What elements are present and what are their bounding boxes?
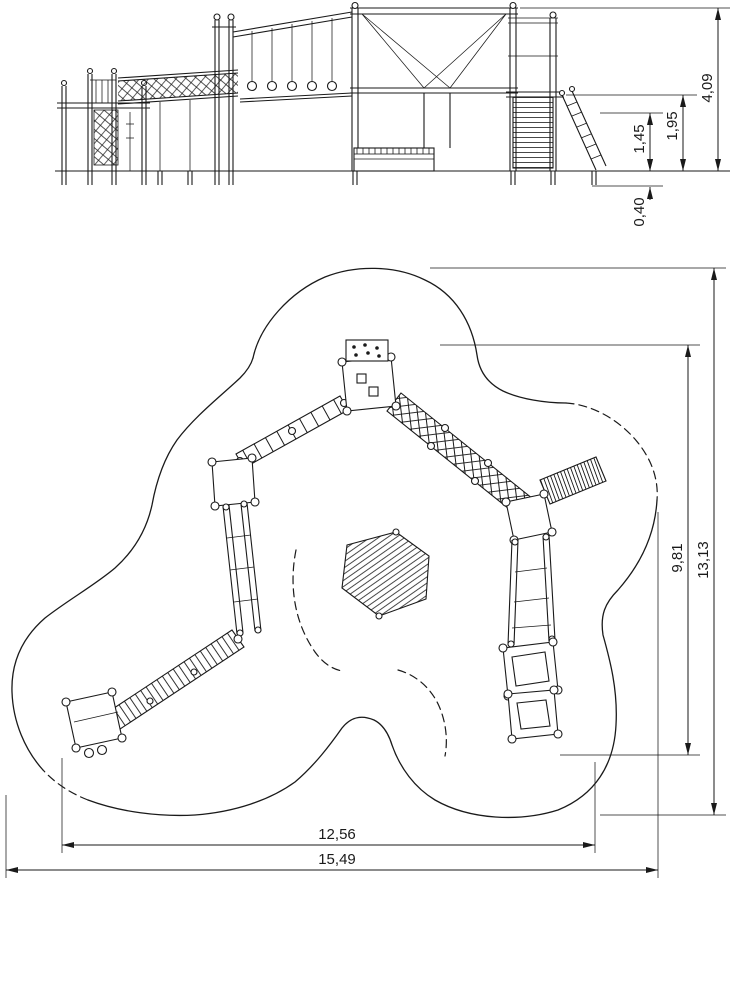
bench-box: [353, 147, 435, 172]
dim-inner-depth: 9,81: [669, 543, 686, 572]
extension-lines: [520, 7, 730, 187]
central-hexagon: [341, 528, 430, 620]
climbing-pole: [126, 112, 134, 171]
climbing-wall-plan: [539, 456, 607, 505]
left-node-platform: [207, 453, 260, 511]
dashed-outline-right: [565, 402, 658, 501]
dashed-inner-left: [292, 549, 343, 672]
net-panel: [93, 109, 119, 166]
dim-platform-low: 1,45: [631, 124, 648, 153]
ring-icon: [266, 80, 278, 92]
dashed-outline-left: [42, 769, 89, 801]
dim-platform-high: 1,95: [664, 111, 681, 140]
dim-foundation-depth: 0,40: [631, 197, 648, 226]
elevation-dimensions: 4,09 1,95 1,45 0,40: [520, 7, 730, 227]
dashed-inner-right: [397, 669, 447, 757]
dim-total-height: 4,09: [699, 73, 716, 102]
plan-view: 9,81 13,13 12,56 15,49: [5, 267, 726, 878]
dim-overall-width: 15,49: [318, 851, 356, 868]
foundation-posts: [61, 171, 597, 185]
ladder: [558, 85, 607, 171]
top-platform: [337, 339, 401, 416]
plan-structure: [61, 339, 607, 759]
ring-icon: [286, 80, 298, 92]
ring-icon: [326, 80, 338, 92]
safety-area-outline: [11, 267, 658, 819]
left-tower: [57, 67, 150, 171]
bottom-left-platform: [61, 687, 127, 759]
ring-trail: [232, 11, 353, 103]
extension-lines: [5, 267, 726, 878]
ring-icon: [306, 80, 318, 92]
right-descent-rails: [507, 533, 556, 648]
right-net-bridge: [386, 392, 534, 518]
truss-structure: [350, 1, 518, 171]
left-descent-rails: [222, 500, 262, 637]
ring-icon: [246, 80, 258, 92]
net-bridge-surface: [118, 73, 238, 101]
dim-inner-width: 12,56: [318, 826, 356, 843]
elevation-view: 4,09 1,95 1,45 0,40: [55, 1, 730, 227]
masts: [212, 13, 236, 171]
right-tower: [506, 11, 607, 171]
plan-dimensions: 9,81 13,13 12,56 15,49: [5, 267, 726, 878]
dim-overall-depth: 13,13: [695, 541, 712, 579]
right-tower-platforms: [498, 637, 563, 744]
climbing-panel: [345, 339, 389, 362]
climbing-wall-elevation: [512, 96, 554, 169]
lower-left-bridge: [98, 629, 245, 736]
net-bridge-elevation: [117, 69, 239, 171]
